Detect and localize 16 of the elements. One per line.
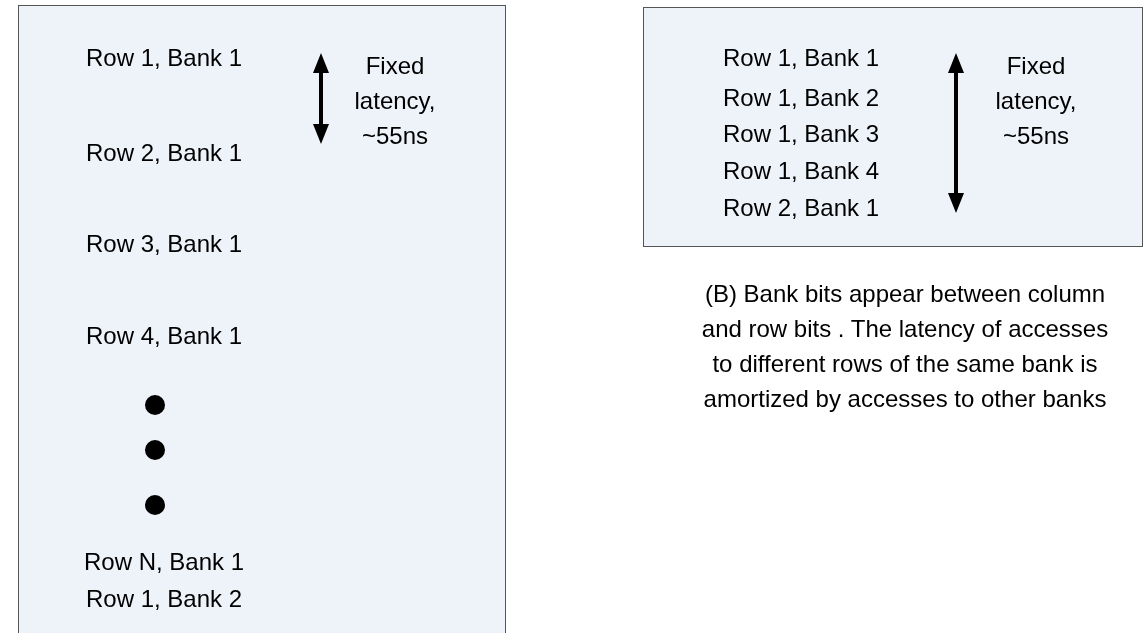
row-bank-label: Row 3, Bank 1 [85, 230, 243, 258]
row-bank-label: Row 1, Bank 4 [722, 157, 880, 185]
row-bank-label: Row 2, Bank 1 [85, 139, 243, 167]
row-bank-label: Row 2, Bank 1 [722, 194, 880, 222]
latency-label: Fixed latency, ~55ns [353, 51, 437, 151]
row-bank-label: Row 1, Bank 2 [85, 585, 243, 613]
panel [18, 5, 506, 633]
row-bank-label: Row 1, Bank 1 [722, 44, 880, 72]
panel-description: (B) Bank bits appear between column and row bits . The latency of accesses to different rows of the same bank is amortized by accesses to other banks [700, 279, 1110, 414]
latency-label: Fixed latency, ~55ns [994, 51, 1078, 151]
row-bank-label: Row 1, Bank 1 [85, 44, 243, 72]
row-bank-label: Row 1, Bank 2 [722, 84, 880, 112]
row-bank-label: Row 1, Bank 3 [722, 120, 880, 148]
row-bank-label: Row 4, Bank 1 [85, 322, 243, 350]
row-bank-label: Row N, Bank 1 [83, 548, 245, 576]
panel [643, 7, 1143, 247]
